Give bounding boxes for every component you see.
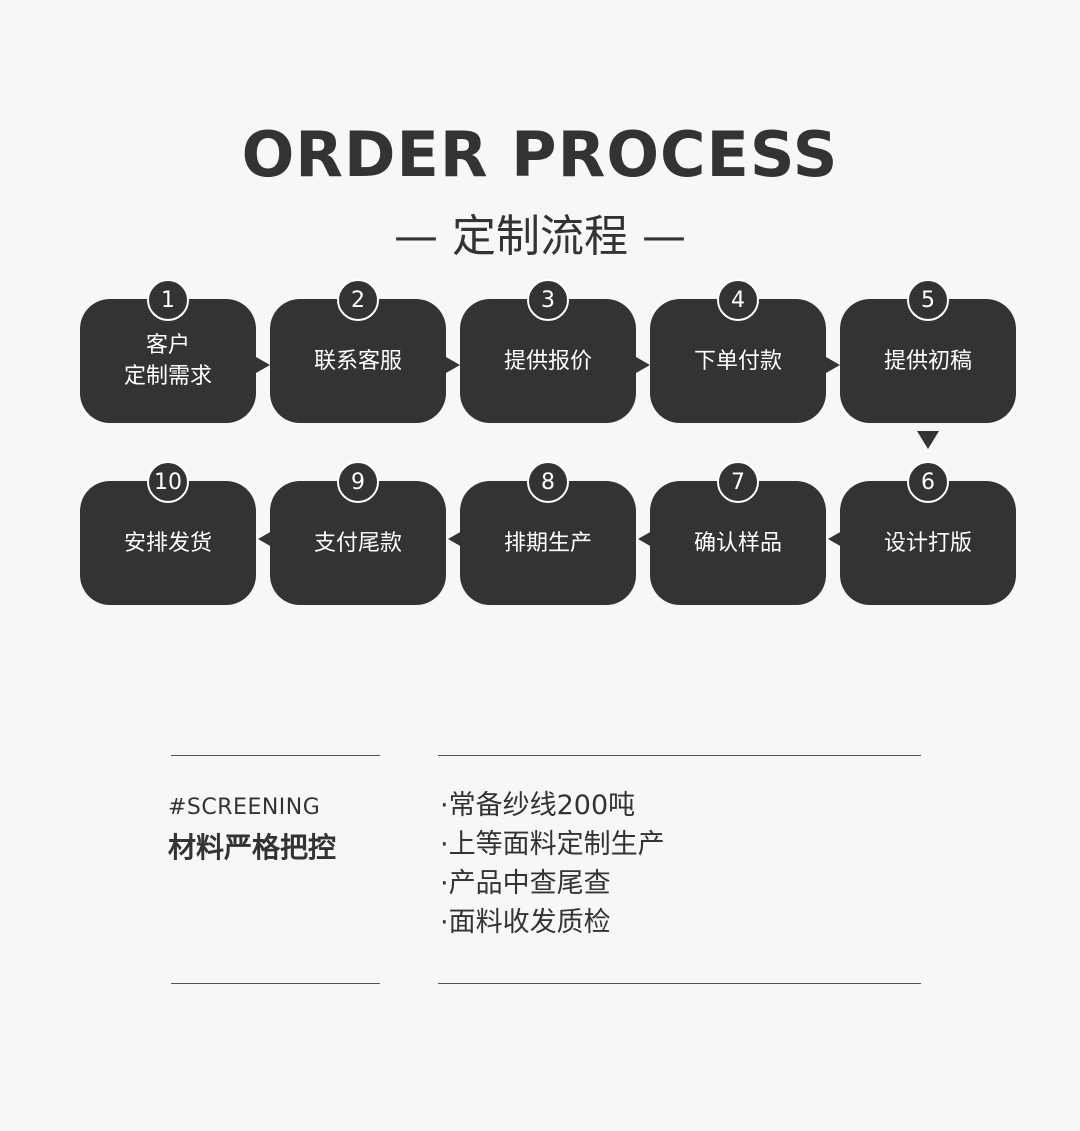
step-label: 联系客服 — [313, 348, 402, 374]
arrow-left-icon — [828, 531, 842, 547]
step-label: 提供初稿 — [883, 348, 972, 374]
step-number-badge: 5 — [907, 279, 949, 321]
step-label: 设计打版 — [883, 530, 972, 556]
step-label: 安排发货 — [123, 530, 212, 556]
step-label: 下单付款 — [693, 348, 782, 374]
arrow-down-icon — [917, 431, 939, 449]
list-item: ·常备纱线200吨 — [440, 790, 636, 821]
arrow-right-icon — [636, 357, 650, 373]
step-label: 客户 定制需求 — [123, 333, 212, 389]
page-subtitle: — 定制流程 — — [394, 211, 686, 262]
step-number-badge: 7 — [717, 461, 759, 503]
divider — [438, 983, 921, 984]
divider — [438, 755, 921, 756]
arrow-right-icon — [826, 357, 840, 373]
list-item: ·面料收发质检 — [440, 907, 611, 938]
step-number-badge: 4 — [717, 279, 759, 321]
arrow-left-icon — [258, 531, 272, 547]
step-box-10: 安排发货 — [80, 481, 256, 605]
step-number-badge: 1 — [147, 279, 189, 321]
arrow-left-icon — [448, 531, 462, 547]
divider — [171, 983, 380, 984]
step-box-4: 下单付款 — [650, 299, 826, 423]
step-number-badge: 2 — [337, 279, 379, 321]
screening-tag: #SCREENING — [168, 795, 321, 820]
arrow-left-icon — [638, 531, 652, 547]
list-item: ·上等面料定制生产 — [440, 829, 665, 860]
arrow-right-icon — [256, 357, 270, 373]
step-number-badge: 9 — [337, 461, 379, 503]
step-number-badge: 6 — [907, 461, 949, 503]
step-number-badge: 8 — [527, 461, 569, 503]
arrow-right-icon — [446, 357, 460, 373]
screening-heading: 材料严格把控 — [168, 831, 337, 864]
list-item: ·产品中查尾查 — [440, 868, 611, 899]
step-number-badge: 3 — [527, 279, 569, 321]
screening-list: ·常备纱线200吨 ·上等面料定制生产 ·产品中查尾查 ·面料收发质检 — [440, 786, 665, 942]
divider — [171, 755, 380, 756]
step-label: 提供报价 — [503, 348, 592, 374]
step-number-badge: 10 — [147, 461, 189, 503]
step-label: 确认样品 — [693, 530, 782, 556]
step-label: 排期生产 — [503, 530, 592, 556]
step-label: 支付尾款 — [313, 530, 402, 556]
page-title: ORDER PROCESS — [241, 118, 839, 191]
